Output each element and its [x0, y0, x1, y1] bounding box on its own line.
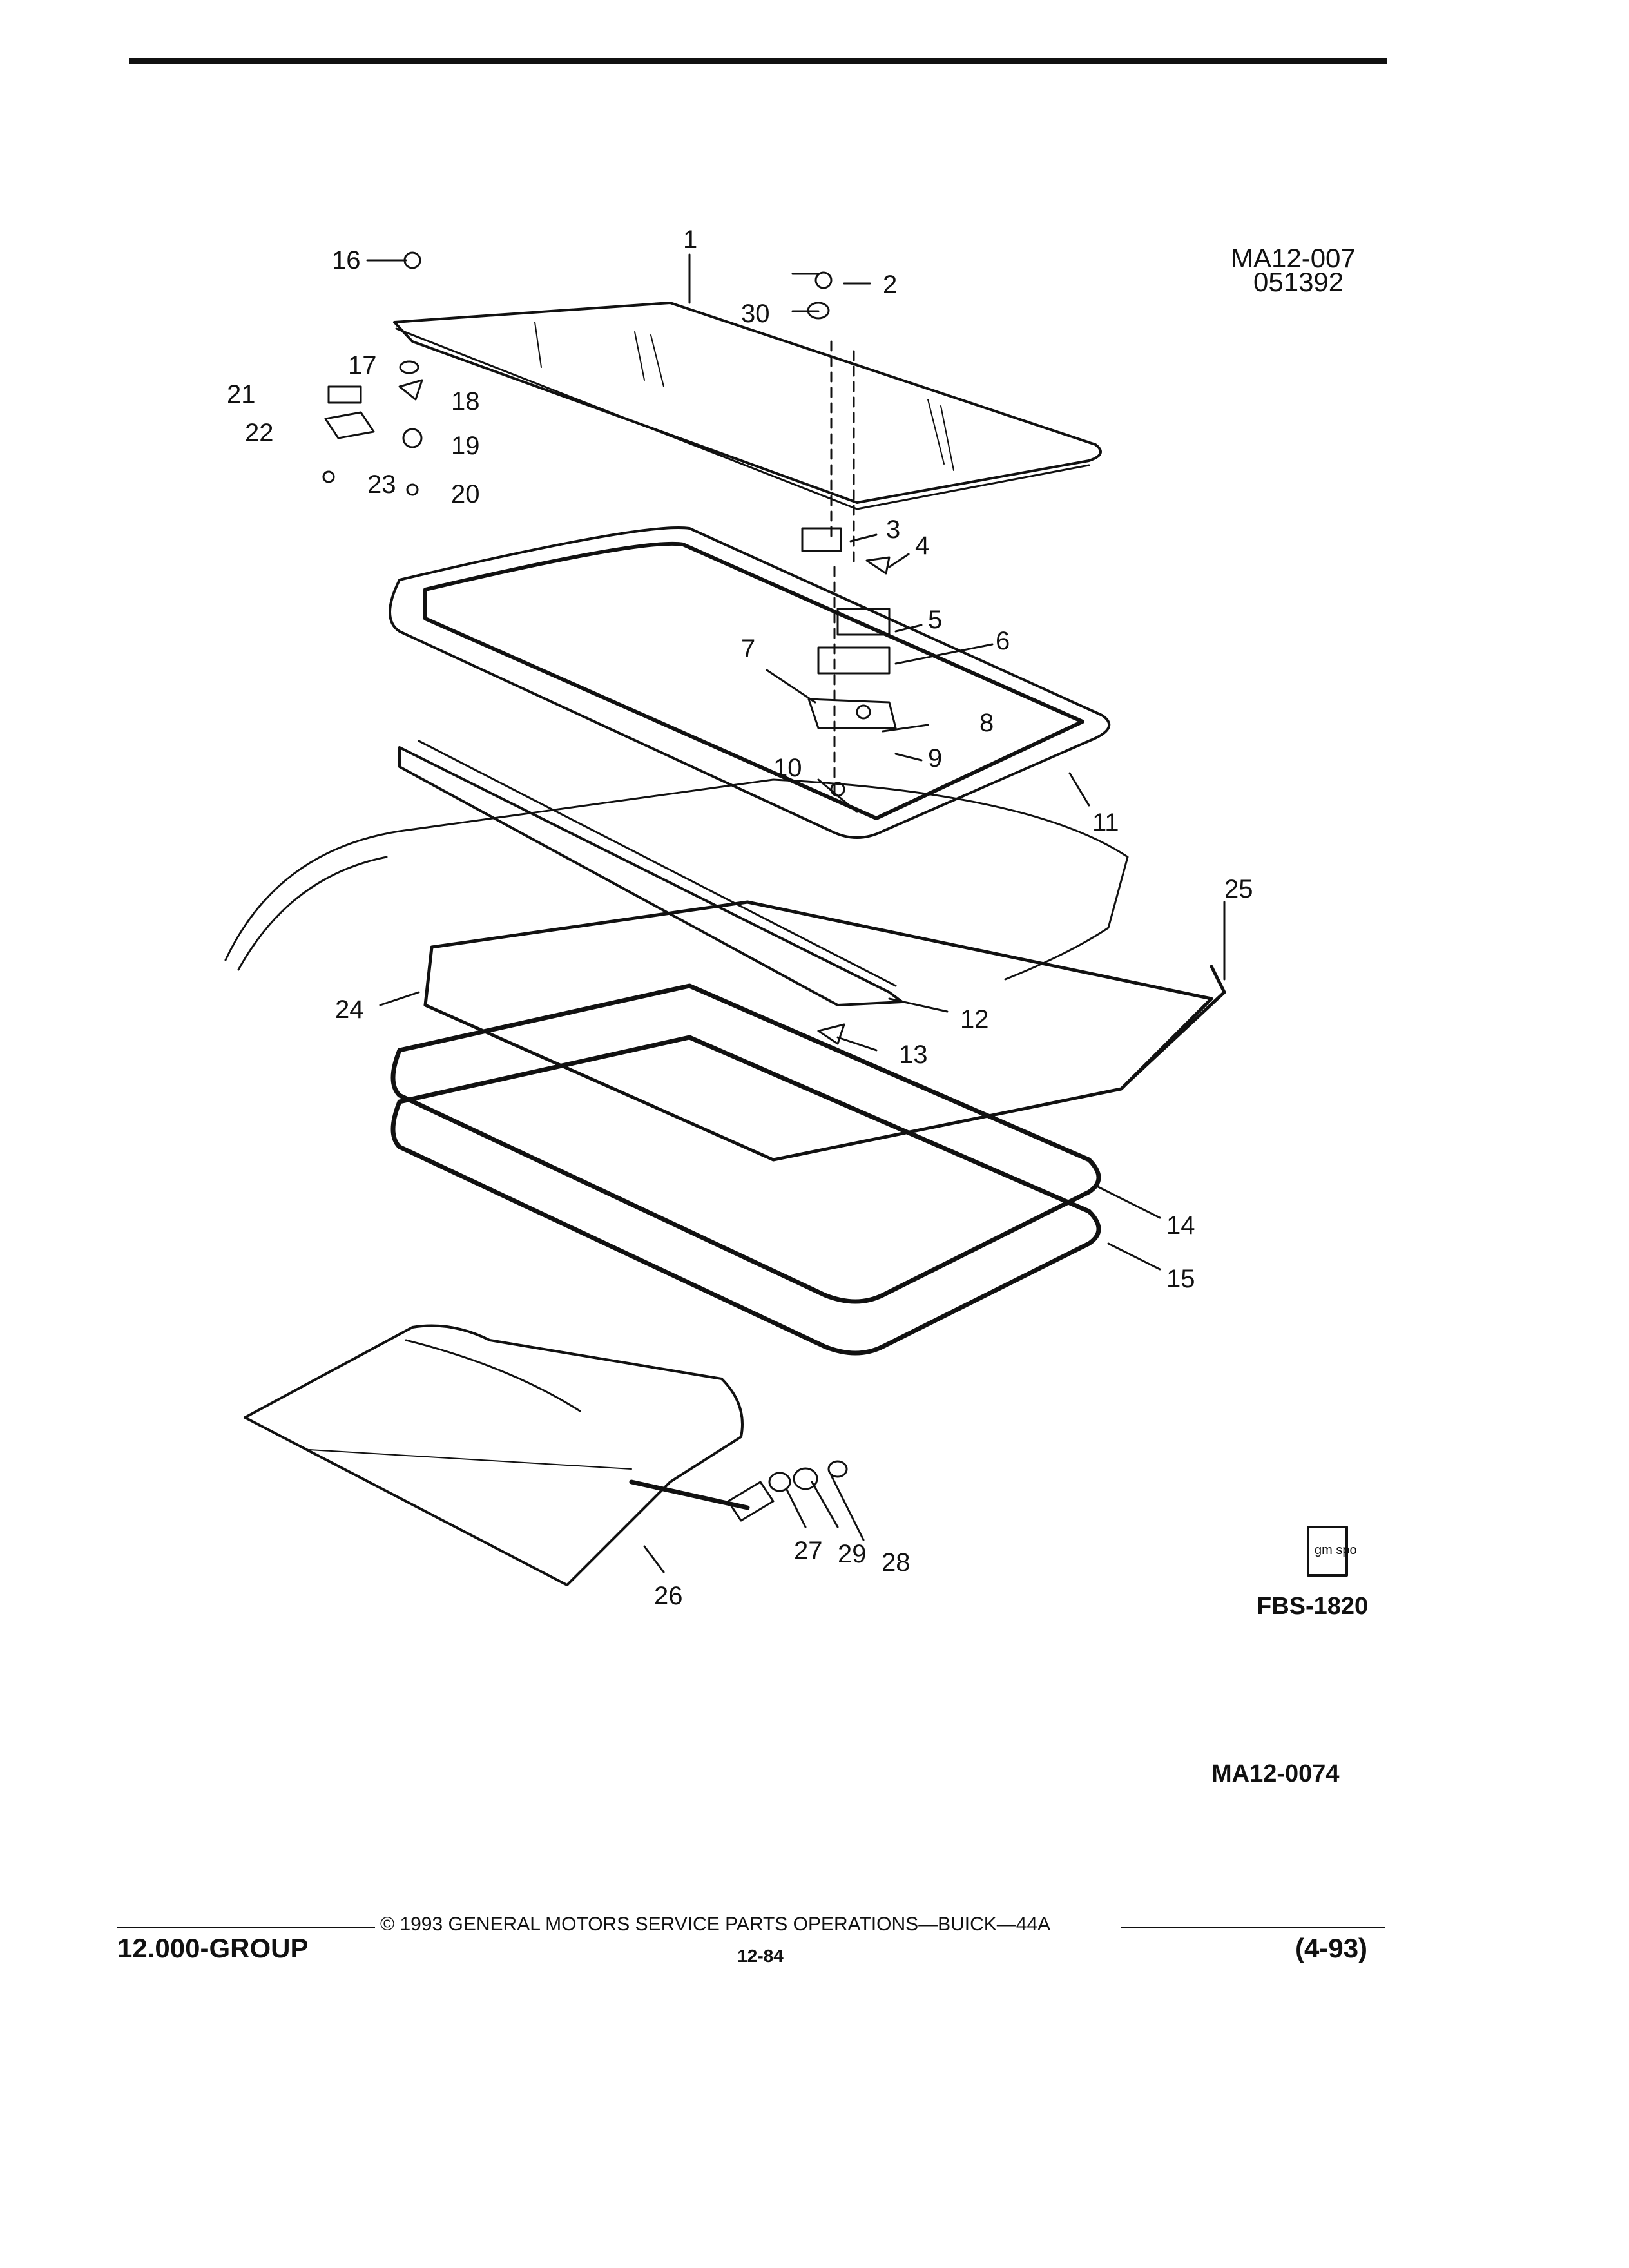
- frame-14: [390, 983, 1101, 1304]
- callout-13: 13: [899, 1041, 928, 1069]
- callout-19: 19: [451, 432, 480, 460]
- callout-7: 7: [741, 635, 755, 663]
- callout-3: 3: [886, 515, 900, 544]
- callout-25: 25: [1224, 875, 1253, 903]
- callout-18: 18: [451, 387, 480, 416]
- callout-14: 14: [1166, 1211, 1195, 1240]
- callout-20: 20: [451, 480, 480, 508]
- frame-15: [390, 1035, 1101, 1356]
- callout-23: 23: [367, 470, 396, 499]
- callout-22: 22: [245, 419, 274, 447]
- glass-panel: [393, 302, 1102, 504]
- footer-revision: (4-93): [1295, 1933, 1368, 1963]
- ref-number: 051392: [1253, 267, 1344, 297]
- callout-4: 4: [915, 532, 929, 560]
- top-rule: [129, 58, 1387, 64]
- callout-5: 5: [928, 606, 942, 634]
- roof-outline: [224, 778, 1129, 981]
- seal-24: [423, 900, 1213, 1162]
- figure-code: MA12-0074: [1211, 1760, 1340, 1787]
- footer-rule-right: [1121, 1927, 1385, 1928]
- spo-logo-text: gm spo: [1315, 1543, 1357, 1557]
- callout-21: 21: [227, 380, 256, 408]
- callout-26: 26: [654, 1582, 683, 1610]
- callout-11: 11: [1092, 809, 1119, 837]
- callout-24: 24: [335, 995, 364, 1024]
- callout-1: 1: [683, 226, 697, 254]
- callout-28: 28: [882, 1548, 911, 1577]
- footer-rule-left: [117, 1927, 375, 1928]
- callout-2: 2: [883, 271, 897, 299]
- fbs-code: FBS-1820: [1257, 1593, 1368, 1620]
- footer-group: 12.000-GROUP: [117, 1933, 309, 1963]
- callout-10: 10: [773, 754, 802, 782]
- callout-8: 8: [979, 709, 994, 737]
- callout-30: 30: [741, 300, 770, 328]
- callout-9: 9: [928, 744, 942, 773]
- callout-16: 16: [332, 246, 361, 274]
- footer-page-number: 12-84: [737, 1946, 784, 1966]
- callout-29: 29: [838, 1540, 867, 1568]
- footer-copyright: © 1993 GENERAL MOTORS SERVICE PARTS OPER…: [380, 1914, 1051, 1935]
- sunshade-26: [244, 1324, 744, 1586]
- ref-code: MA12-007: [1231, 243, 1356, 273]
- callout-6: 6: [996, 627, 1010, 655]
- callout-15: 15: [1166, 1265, 1195, 1293]
- callout-12: 12: [960, 1005, 989, 1033]
- callout-17: 17: [348, 351, 377, 380]
- frame-11: [389, 526, 1111, 839]
- callout-27: 27: [794, 1537, 823, 1565]
- rail-12: [398, 746, 903, 1006]
